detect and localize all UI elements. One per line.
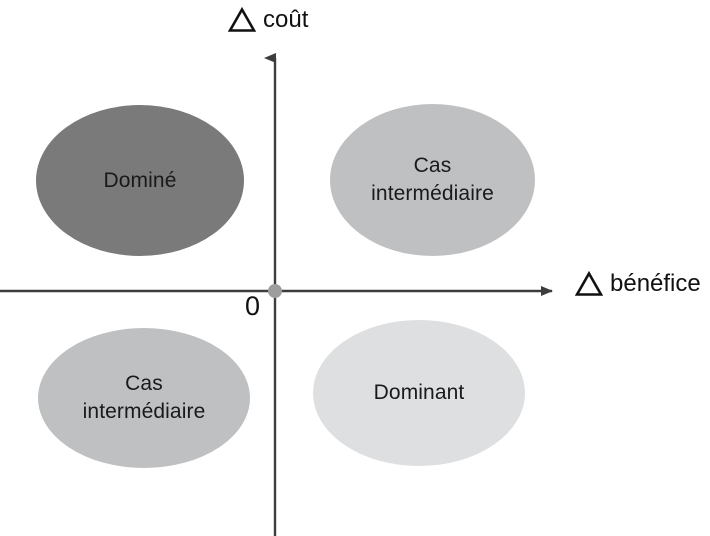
y-axis-label: coût [228, 6, 308, 34]
quadrant-bubble-intermediate-bottom: Cas intermédiaire [38, 328, 250, 468]
quadrant-label-intermediate-top: Cas intermédiaire [371, 154, 494, 205]
quadrant-bubble-intermediate-top: Cas intermédiaire [330, 104, 535, 256]
delta-triangle-icon [575, 271, 603, 296]
y-axis-label-text: coût [263, 6, 309, 33]
quadrant-label-intermediate-bottom: Cas intermédiaire [82, 372, 206, 423]
quadrant-bubble-dominated: Dominé [36, 105, 244, 256]
quadrant-label-dominant: Dominant [373, 381, 465, 405]
delta-triangle-icon [228, 7, 256, 32]
origin-dot [268, 284, 282, 298]
origin-label: 0 [245, 291, 261, 321]
x-axis-label: bénéfice [575, 270, 701, 298]
quadrant-bubble-dominant: Dominant [313, 320, 525, 466]
quadrant-label-dominated: Dominé [103, 168, 177, 192]
x-axis-label-text: bénéfice [610, 270, 701, 297]
